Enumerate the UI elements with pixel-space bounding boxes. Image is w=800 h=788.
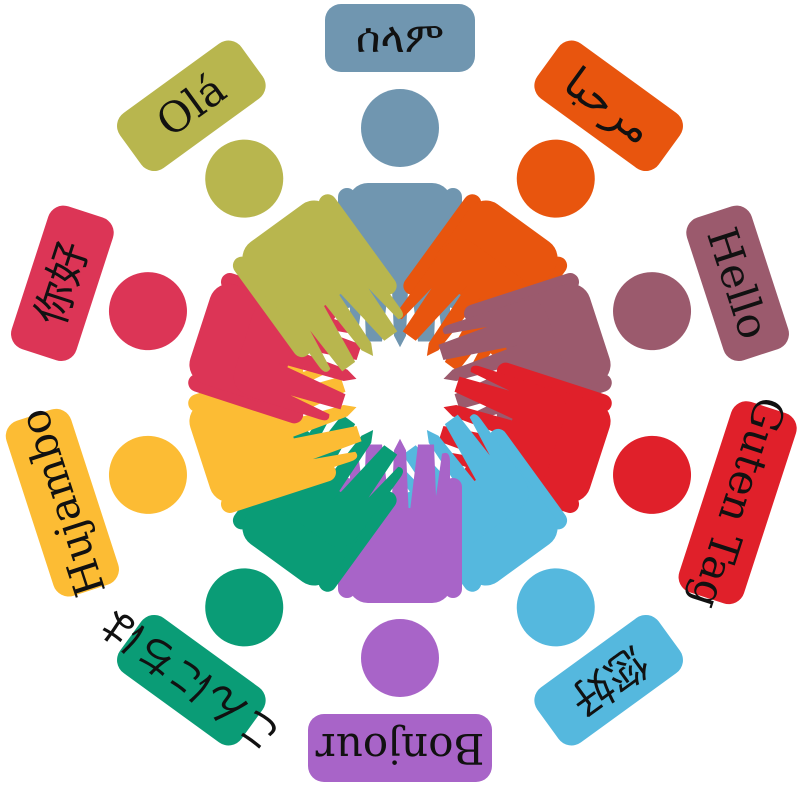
person-head (516, 568, 595, 647)
person-left-arm (318, 491, 397, 592)
person-left-arm (489, 428, 568, 530)
greeting-text: Bonjour (315, 724, 485, 773)
greeting-label: 你好 (11, 205, 114, 361)
greeting-pill (308, 714, 492, 782)
greeting-text: Guten Tag (681, 391, 795, 615)
greeting-pill (686, 205, 789, 361)
greeting-pill (534, 40, 683, 172)
person-left-arm (403, 194, 482, 295)
person-body (438, 365, 567, 486)
person-head (516, 139, 595, 218)
person-head (613, 435, 692, 514)
greeting-label: ሰላም (325, 4, 475, 72)
greeting-label: Guten Tag (678, 391, 797, 615)
greeting-pill (117, 40, 266, 172)
person-left-arm (464, 273, 580, 323)
people-layer (108, 89, 692, 697)
person-head (613, 272, 692, 351)
person-head (361, 89, 439, 167)
person-body (233, 300, 362, 421)
greeting-text: Hujambo (9, 403, 115, 602)
greeting-pill (5, 408, 119, 597)
greeting-pill (11, 205, 114, 361)
person-head (108, 435, 187, 514)
person-right-arm (318, 194, 397, 295)
center-hub (386, 379, 414, 407)
greeting-text: ሰላም (356, 13, 444, 62)
person-head (108, 272, 187, 351)
person-left-arm (232, 256, 311, 358)
greeting-label: Hujambo (5, 403, 119, 603)
person-left-arm (220, 463, 336, 513)
person-head (361, 619, 439, 697)
person-head (205, 139, 284, 218)
person-body (271, 238, 403, 372)
person-figure (205, 139, 403, 372)
greeting-label: Hello (686, 205, 789, 361)
greeting-pill (117, 614, 266, 746)
greeting-pill (325, 4, 475, 72)
person-head (205, 568, 284, 647)
greeting-label: Bonjour (308, 714, 492, 782)
greeting-pill (534, 614, 683, 746)
greeting-pill (678, 401, 797, 605)
